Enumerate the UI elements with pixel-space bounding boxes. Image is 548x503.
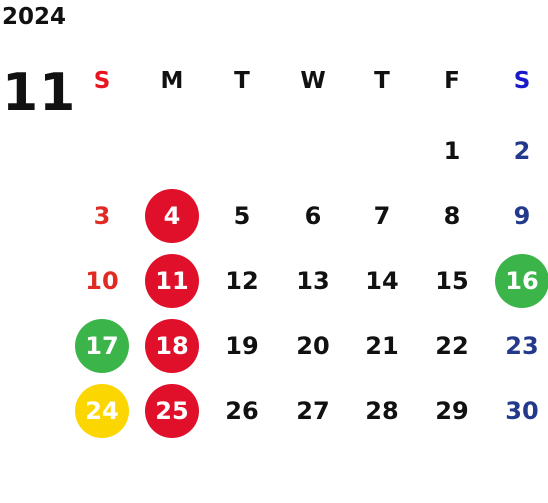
weekday-header: T	[374, 68, 390, 94]
weekday-header: W	[300, 68, 326, 94]
day-cell[interactable]: 3	[93, 202, 111, 230]
day-cell-highlighted[interactable]: 11	[145, 254, 199, 308]
day-cell[interactable]: 22	[435, 332, 469, 360]
day-cell-highlighted[interactable]: 17	[75, 319, 129, 373]
weekday-header: S	[513, 68, 531, 94]
day-cell[interactable]: 6	[304, 202, 322, 230]
day-cell[interactable]: 15	[435, 267, 469, 295]
day-cell[interactable]: 1	[443, 137, 461, 165]
day-cell[interactable]: 26	[225, 397, 259, 425]
day-cell-highlighted[interactable]: 16	[495, 254, 548, 308]
day-cell[interactable]: 9	[513, 202, 531, 230]
day-cell-highlighted[interactable]: 4	[145, 189, 199, 243]
weekday-header: T	[234, 68, 250, 94]
day-cell[interactable]: 5	[233, 202, 251, 230]
day-cell[interactable]: 10	[85, 267, 119, 295]
day-cell-highlighted[interactable]: 18	[145, 319, 199, 373]
day-cell[interactable]: 19	[225, 332, 259, 360]
day-cell-highlighted[interactable]: 24	[75, 384, 129, 438]
month-number: 11	[2, 63, 77, 123]
day-cell-highlighted[interactable]: 25	[145, 384, 199, 438]
day-cell[interactable]: 23	[505, 332, 539, 360]
day-cell[interactable]: 2	[513, 137, 531, 165]
weekday-header: S	[93, 68, 111, 94]
day-cell[interactable]: 21	[365, 332, 399, 360]
day-cell[interactable]: 20	[296, 332, 330, 360]
day-cell[interactable]: 12	[225, 267, 259, 295]
weekday-header: F	[444, 68, 460, 94]
year-label: 2024	[2, 4, 67, 30]
day-cell[interactable]: 30	[505, 397, 539, 425]
day-cell[interactable]: 28	[365, 397, 399, 425]
day-cell[interactable]: 14	[365, 267, 399, 295]
day-cell[interactable]: 29	[435, 397, 469, 425]
day-cell[interactable]: 8	[443, 202, 461, 230]
day-cell[interactable]: 13	[296, 267, 330, 295]
day-cell[interactable]: 7	[373, 202, 391, 230]
weekday-header: M	[160, 68, 184, 94]
day-cell[interactable]: 27	[296, 397, 330, 425]
